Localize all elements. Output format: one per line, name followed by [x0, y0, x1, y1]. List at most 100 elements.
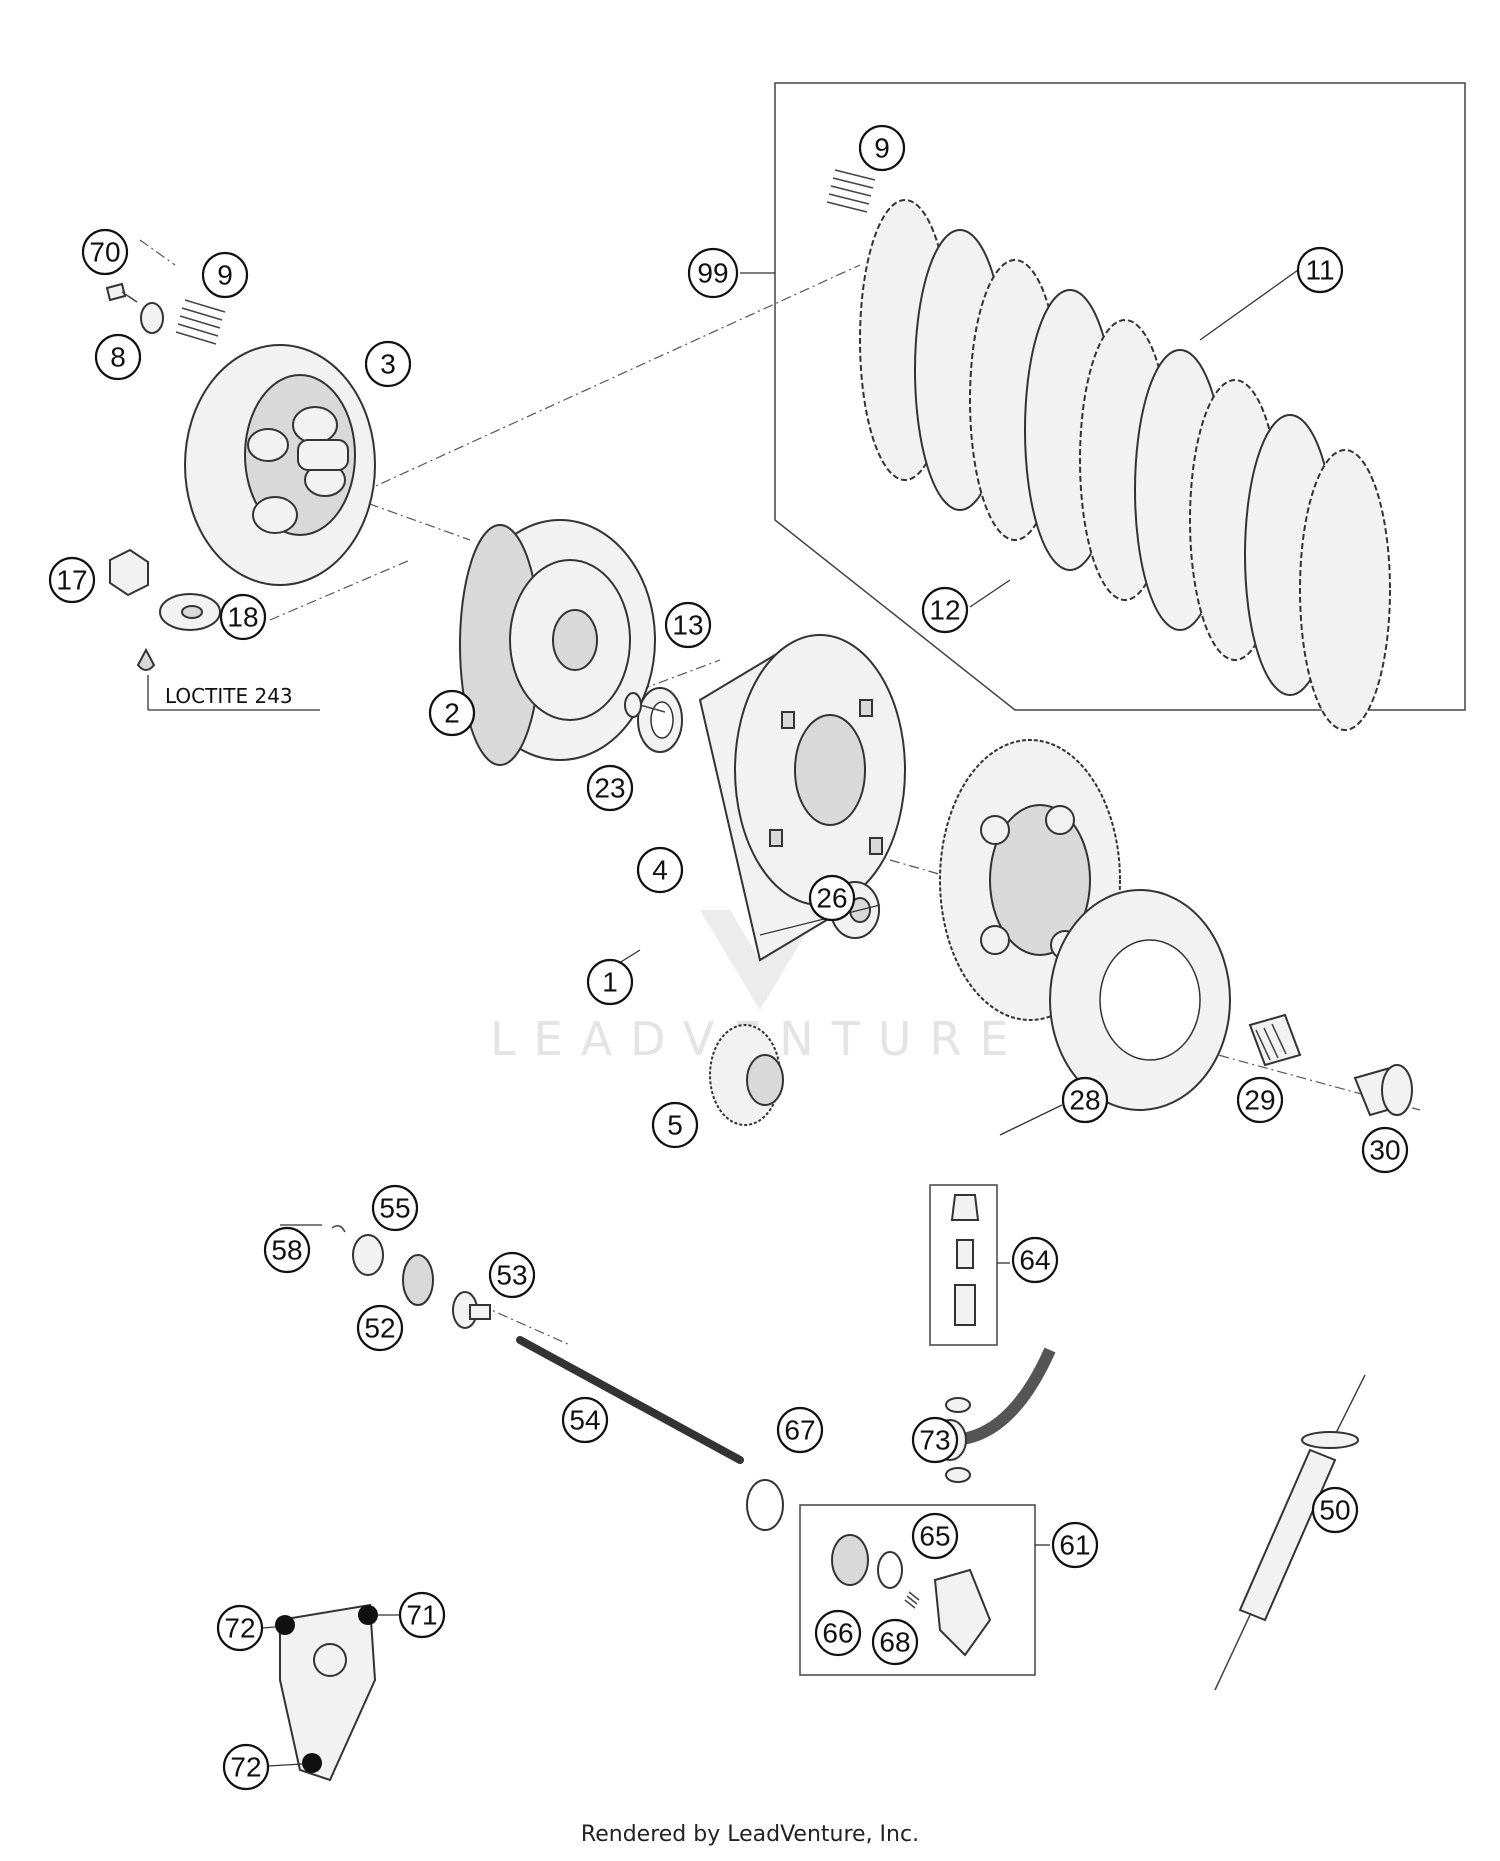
callout-18: 18 — [219, 593, 267, 641]
callout-64: 64 — [1011, 1236, 1059, 1284]
pressure-piece-53 — [452, 1291, 491, 1329]
callout-label: 67 — [784, 1415, 815, 1446]
callout-72-bottom: 72 — [222, 1743, 270, 1791]
callout-label: 13 — [672, 610, 703, 641]
slave-cylinder-parts — [831, 1534, 992, 1657]
callout-label: 54 — [569, 1405, 600, 1436]
kit-64-box — [929, 1184, 998, 1346]
thrust-washer-13 — [637, 687, 683, 753]
callout-label: 1 — [602, 967, 618, 998]
circlip-58 — [331, 1225, 346, 1233]
callout-label: 28 — [1069, 1085, 1100, 1116]
callout-13: 13 — [664, 601, 712, 649]
callout-65: 65 — [911, 1512, 959, 1560]
callout-4: 4 — [636, 846, 684, 894]
callout-1: 1 — [586, 958, 634, 1006]
callout-30: 30 — [1361, 1126, 1409, 1174]
callout-9-left: 9 — [201, 251, 249, 299]
bushing-30 — [1353, 1064, 1413, 1117]
callout-72-top: 72 — [216, 1604, 264, 1652]
callout-label: 64 — [1019, 1245, 1050, 1276]
spring-9-top — [826, 169, 876, 213]
callout-29: 29 — [1236, 1076, 1284, 1124]
callout-52: 52 — [356, 1304, 404, 1352]
lock-washer-18 — [159, 593, 221, 631]
callout-71: 71 — [398, 1591, 446, 1639]
callout-label: 99 — [697, 258, 728, 289]
callout-label: 73 — [919, 1425, 950, 1456]
callout-99: 99 — [687, 247, 739, 299]
callout-53: 53 — [488, 1251, 536, 1299]
spring-9-left — [175, 299, 226, 345]
callout-label: 26 — [816, 883, 847, 914]
callout-label: 52 — [364, 1313, 395, 1344]
callout-label: 55 — [379, 1193, 410, 1224]
callout-61: 61 — [1051, 1521, 1099, 1569]
callout-12: 12 — [921, 586, 969, 634]
callout-label: 12 — [929, 595, 960, 626]
callout-73: 73 — [911, 1416, 959, 1464]
callout-label: 58 — [271, 1235, 302, 1266]
callout-28: 28 — [1061, 1076, 1109, 1124]
o-ring-67 — [746, 1479, 784, 1531]
loctite-note: LOCTITE 243 — [147, 675, 320, 711]
callout-8: 8 — [94, 333, 142, 381]
callout-11: 11 — [1296, 246, 1344, 294]
callout-5: 5 — [651, 1101, 699, 1149]
callout-label: 53 — [496, 1260, 527, 1291]
callout-70: 70 — [81, 228, 129, 276]
needle-bearing-29 — [1248, 1013, 1302, 1067]
callout-54: 54 — [561, 1396, 609, 1444]
rivet-23 — [624, 692, 666, 718]
nut-17 — [109, 548, 156, 671]
callout-label: 5 — [667, 1110, 683, 1141]
callout-label: 29 — [1244, 1085, 1275, 1116]
washer-8 — [140, 302, 164, 334]
callout-label: 3 — [380, 349, 396, 380]
callout-55: 55 — [371, 1184, 419, 1232]
callout-68: 68 — [871, 1618, 919, 1666]
inner-hub — [459, 519, 656, 766]
callout-label: 2 — [444, 698, 460, 729]
callout-label: 71 — [406, 1600, 437, 1631]
callout-label: 65 — [919, 1521, 950, 1552]
callout-26: 26 — [808, 874, 856, 922]
callout-label: 8 — [110, 342, 126, 373]
callout-label: 72 — [224, 1613, 255, 1644]
callout-50: 50 — [1311, 1486, 1359, 1534]
washer-55 — [352, 1234, 384, 1276]
footer-credit: Rendered by LeadVenture, Inc. — [580, 1822, 920, 1847]
push-rod-54 — [516, 1336, 744, 1464]
callout-label: 18 — [227, 602, 258, 633]
callout-label: 50 — [1319, 1495, 1350, 1526]
callout-label: 30 — [1369, 1135, 1400, 1166]
callout-label: 61 — [1059, 1530, 1090, 1561]
kit-99-box — [774, 82, 1466, 711]
callout-9-top: 9 — [858, 124, 906, 172]
callout-label: 9 — [874, 133, 890, 164]
callout-label: 4 — [652, 855, 668, 886]
callout-3: 3 — [364, 340, 412, 388]
bolt-70 — [105, 282, 138, 303]
hose-73 — [933, 1347, 1056, 1483]
grease-syringe-50 — [1214, 1374, 1366, 1691]
callout-66: 66 — [814, 1609, 862, 1657]
callout-label: 72 — [230, 1752, 261, 1783]
callout-label: 23 — [594, 773, 625, 804]
callout-17: 17 — [48, 556, 96, 604]
callout-label: 17 — [56, 565, 87, 596]
callout-label: 70 — [89, 237, 120, 268]
pressure-plate — [184, 344, 376, 586]
callout-23: 23 — [586, 764, 634, 812]
slave-cover — [261, 1603, 400, 1782]
bleeder-parts — [950, 1194, 980, 1326]
callout-label: 11 — [1305, 255, 1334, 286]
callout-67: 67 — [776, 1406, 824, 1454]
callout-label: 68 — [879, 1627, 910, 1658]
callout-label: 9 — [217, 260, 233, 291]
callout-2: 2 — [428, 689, 476, 737]
gear-5 — [709, 1024, 784, 1126]
callout-58: 58 — [263, 1226, 311, 1274]
plate-28 — [1049, 889, 1231, 1111]
